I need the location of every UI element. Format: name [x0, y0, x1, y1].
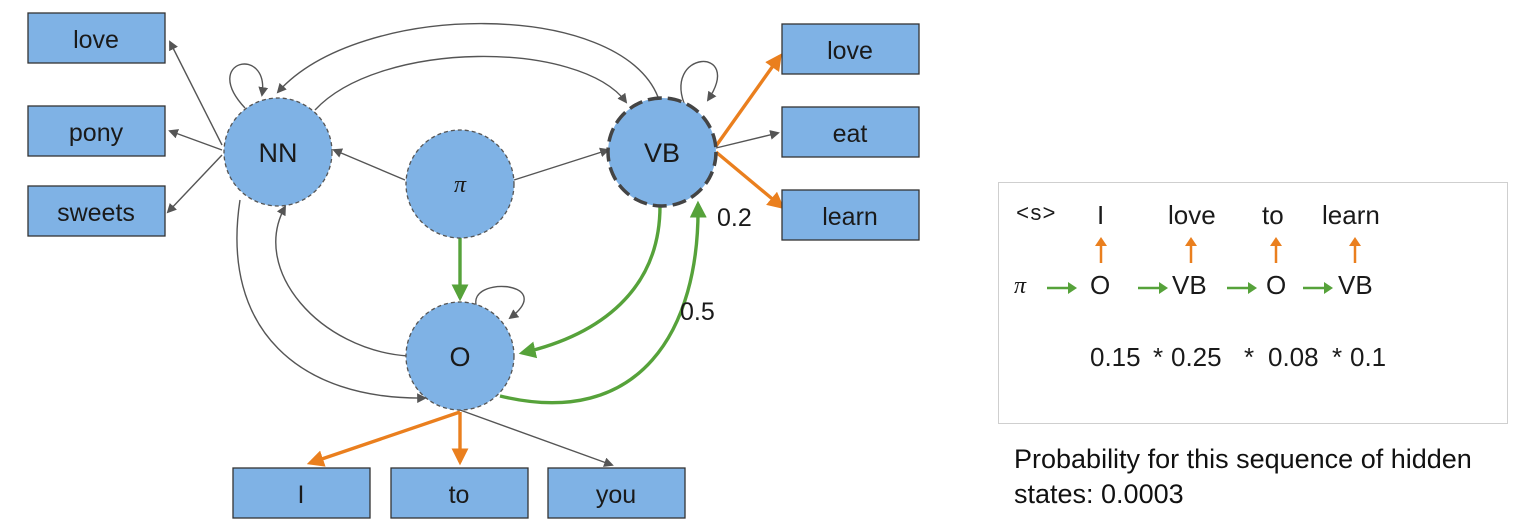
prob-value: 0.15 — [1090, 342, 1141, 372]
edge-nn-to-vb — [314, 55, 628, 111]
svg-text:love: love — [73, 26, 119, 54]
transition-arrow-icon — [1047, 282, 1077, 294]
vb-word-eat: eat — [781, 106, 920, 158]
vb-word-love: love — [781, 23, 920, 75]
svg-text:to: to — [449, 481, 470, 509]
edge-vb-eat — [715, 130, 780, 149]
svg-text:I: I — [298, 481, 305, 509]
edge-label-0-2: 0.2 — [717, 204, 752, 232]
prob-times: * — [1153, 342, 1164, 372]
edge-o-you — [459, 409, 614, 467]
seq-word-start: <s> — [1016, 202, 1056, 227]
edge-pi-to-vb — [513, 147, 610, 181]
prob-value: 0.25 — [1171, 342, 1222, 372]
svg-text:learn: learn — [822, 203, 878, 231]
emission-arrow-icon — [1349, 237, 1361, 263]
o-word-i: I — [232, 467, 371, 519]
orange-edges — [306, 53, 785, 467]
nn-word-love: love — [27, 12, 166, 64]
edge-vb-to-o — [518, 205, 662, 359]
edge-o-to-vb — [499, 200, 707, 405]
nn-word-pony: pony — [27, 105, 166, 157]
edge-nn-sweets — [166, 154, 223, 214]
svg-text:sweets: sweets — [57, 199, 135, 227]
edge-nn-pony — [168, 129, 223, 151]
node-pi: π — [405, 129, 515, 239]
prob-times: * — [1244, 342, 1255, 372]
prob-value: 0.08 — [1268, 342, 1319, 372]
node-o-label: O — [449, 342, 470, 372]
probability-caption: Probability for this sequence of hidden … — [1014, 444, 1472, 509]
sequence-panel — [998, 182, 1508, 424]
edge-nn-love — [169, 40, 223, 146]
svg-text:you: you — [596, 481, 636, 509]
emission-arrow-icon — [1185, 237, 1197, 263]
node-pi-label: π — [454, 172, 467, 198]
seq-state-o-1: O — [1090, 270, 1111, 300]
hmm-state-diagram: NN π VB O 0.2 0.5 love pony sweets love … — [27, 12, 920, 519]
gray-edges — [166, 22, 780, 467]
seq-word-i: I — [1097, 200, 1105, 230]
node-o: O — [405, 301, 515, 411]
transition-arrow-icon — [1138, 282, 1168, 294]
seq-state-pi: π — [1014, 273, 1027, 299]
transition-arrow-icon — [1303, 282, 1333, 294]
svg-text:eat: eat — [833, 120, 868, 148]
seq-word-love: love — [1168, 200, 1216, 230]
seq-state-vb-2: VB — [1338, 270, 1373, 300]
edge-vb-to-nn — [276, 22, 659, 98]
seq-word-to: to — [1262, 200, 1284, 230]
node-nn-label: NN — [259, 138, 298, 168]
nn-word-sweets: sweets — [27, 185, 166, 237]
seq-state-o-2: O — [1266, 270, 1287, 300]
edge-o-self — [475, 285, 525, 320]
svg-text:pony: pony — [69, 119, 124, 147]
node-nn: NN — [223, 97, 333, 207]
edge-vb-love — [714, 53, 782, 147]
edge-nn-self — [229, 63, 269, 109]
vb-word-learn: learn — [781, 189, 920, 241]
o-word-you: you — [547, 467, 686, 519]
edge-label-0-5: 0.5 — [680, 298, 715, 326]
emission-arrow-icon — [1095, 237, 1107, 263]
prob-times: * — [1332, 342, 1343, 372]
transition-arrow-icon — [1227, 282, 1257, 294]
edge-pi-to-nn — [332, 148, 406, 181]
seq-word-learn: learn — [1322, 200, 1380, 230]
emission-arrow-icon — [1270, 237, 1282, 263]
green-edges — [451, 200, 707, 405]
o-word-to: to — [390, 467, 529, 519]
edge-vb-self — [680, 60, 719, 109]
edge-nn-to-o — [236, 199, 427, 404]
node-vb: VB — [606, 96, 718, 208]
edge-o-i — [306, 410, 461, 467]
edge-vb-learn — [714, 150, 785, 210]
node-vb-label: VB — [644, 138, 680, 168]
prob-value: 0.1 — [1350, 342, 1387, 372]
seq-state-vb-1: VB — [1172, 270, 1207, 300]
edge-o-to-nn — [275, 205, 409, 357]
svg-text:love: love — [827, 37, 873, 65]
